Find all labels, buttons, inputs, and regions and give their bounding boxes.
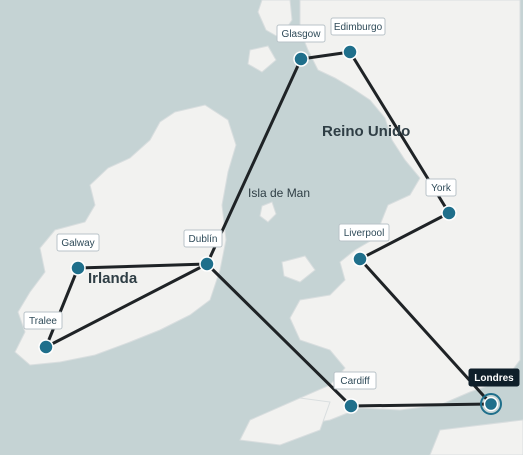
route-york-liverpool[interactable]: [358, 211, 451, 261]
city-label-box-tralee: [23, 311, 63, 330]
land-islay: [247, 45, 277, 73]
land-great-britain: [284, 0, 521, 426]
city-marker-londres[interactable]: [483, 396, 499, 412]
land-ireland: [14, 104, 237, 366]
city-marker-dublin[interactable]: [199, 256, 215, 272]
route-glasgow-edimburgo[interactable]: [299, 50, 352, 61]
city-label-text-liverpool: Liverpool: [344, 228, 385, 239]
city-label-glasgow[interactable]: Glasgow: [276, 24, 326, 43]
city-label-cardiff[interactable]: Cardiff: [333, 371, 377, 390]
city-label-text-cardiff: Cardiff: [340, 376, 369, 387]
route-galway-tralee[interactable]: [44, 266, 80, 349]
land-anglesey: [281, 255, 316, 283]
land-isle-of-man: [259, 201, 277, 223]
city-label-dublin[interactable]: Dublín: [183, 229, 223, 248]
city-marker-cardiff[interactable]: [343, 398, 359, 414]
city-label-york[interactable]: York: [425, 178, 457, 197]
city-label-liverpool[interactable]: Liverpool: [338, 223, 390, 242]
city-label-text-dublin: Dublín: [189, 234, 218, 245]
city-label-text-york: York: [431, 183, 452, 194]
city-marker-glasgow[interactable]: [293, 51, 309, 67]
city-marker-edimburgo[interactable]: [342, 44, 358, 60]
city-marker-galway[interactable]: [70, 260, 86, 276]
route-dublin-galway[interactable]: [76, 262, 209, 270]
city-label-box-york: [425, 178, 457, 197]
city-marker-liverpool[interactable]: [352, 251, 368, 267]
city-label-text-tralee: Tralee: [29, 316, 57, 327]
city-label-galway[interactable]: Galway: [56, 233, 100, 252]
region-label-isla-de-man: Isla de Man: [248, 186, 310, 200]
city-label-box-dublin: [183, 229, 223, 248]
route-dublin-glasgow[interactable]: [205, 57, 303, 266]
city-label-box-cardiff: [333, 371, 377, 390]
selected-marker-ring-londres: [480, 393, 502, 415]
city-label-tralee[interactable]: Tralee: [23, 311, 63, 330]
route-cardiff-dublin[interactable]: [205, 262, 353, 408]
city-label-box-edimburgo: [330, 17, 386, 36]
city-label-box-galway: [56, 233, 100, 252]
markers-layer: [38, 44, 502, 415]
city-label-text-galway: Galway: [61, 238, 94, 249]
city-label-text-londres: Londres: [474, 373, 514, 384]
city-label-londres[interactable]: Londres: [468, 368, 520, 387]
city-label-text-glasgow: Glasgow: [282, 29, 322, 40]
city-label-box-liverpool: [338, 223, 390, 242]
city-label-box-londres: [468, 368, 520, 387]
region-label-reino-unido: Reino Unido: [322, 123, 410, 140]
city-marker-york[interactable]: [441, 205, 457, 221]
land-southwest: [239, 397, 331, 446]
city-label-box-glasgow: [276, 24, 326, 43]
land-continent: [429, 419, 523, 455]
city-marker-tralee[interactable]: [38, 339, 54, 355]
region-label-irlanda: Irlanda: [88, 270, 138, 287]
route-londres-cardiff[interactable]: [349, 402, 493, 408]
city-label-edimburgo[interactable]: Edimburgo: [330, 17, 386, 36]
city-label-text-edimburgo: Edimburgo: [334, 22, 383, 33]
route-tralee-dublin[interactable]: [44, 262, 209, 349]
